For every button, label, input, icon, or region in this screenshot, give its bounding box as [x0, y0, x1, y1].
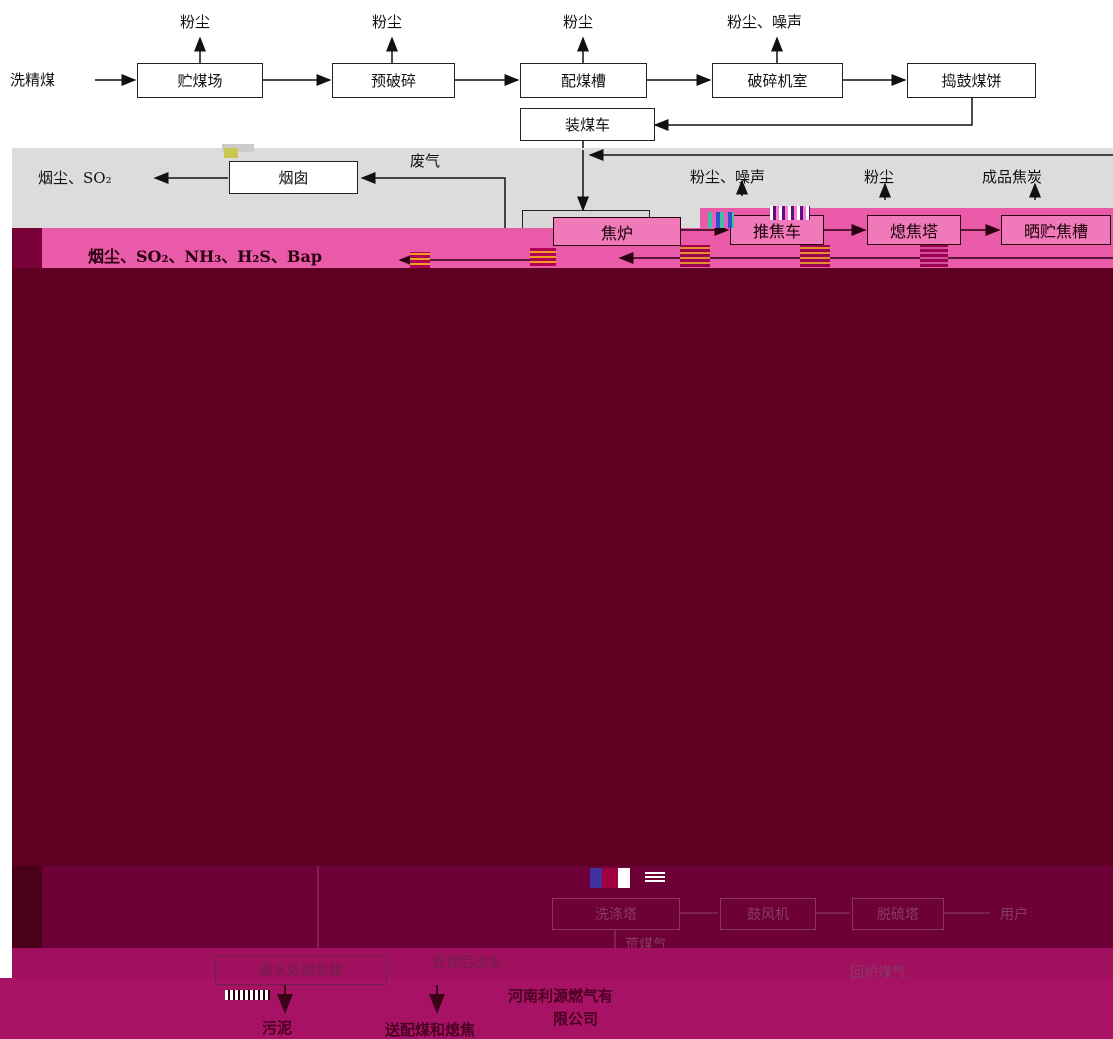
box-desulfurization: 脱硫塔 [852, 898, 944, 930]
box-washing-tower: 洗涤塔 [552, 898, 680, 930]
box-quench-tower: 熄焦塔 [867, 215, 961, 245]
input-label: 洗精煤 [10, 71, 56, 89]
sludge-label: 污泥 [262, 1019, 293, 1037]
box-coal-cake: 捣鼓煤饼 [907, 63, 1036, 98]
emission-dust-1: 粉尘 [180, 13, 211, 31]
box-wastewater: 废水处理系统 [215, 955, 387, 985]
box-coke-oven: 焦炉 [553, 217, 681, 246]
box-crusher-room: 破碎机室 [712, 63, 843, 98]
box-blend-tank: 配煤槽 [520, 63, 647, 98]
box-chimney: 烟囱 [229, 161, 358, 194]
box-pre-crush: 预破碎 [332, 63, 455, 98]
to-blend-label: 送配煤和熄焦 [385, 1021, 476, 1039]
box-coke-storage: 晒贮焦槽 [1001, 215, 1111, 245]
waste-gas-label: 废气 [410, 152, 441, 170]
maroon-block [12, 268, 1113, 866]
emission-dust-3: 粉尘 [563, 13, 594, 31]
emission-dust-noise: 粉尘、噪声 [727, 13, 803, 31]
chimney-emission: 烟尘、SO₂ [38, 169, 112, 187]
pusher-emission: 粉尘、噪声 [690, 168, 766, 186]
company-line-2: 限公司 [553, 1010, 599, 1028]
box-coal-yard: 贮煤场 [137, 63, 263, 98]
quench-emission: 粉尘 [864, 168, 895, 186]
product-label: 成品焦炭 [982, 168, 1043, 186]
return-gas-label: 回炉煤气 [850, 965, 906, 981]
oven-emissions: 烟尘、SO₂、NH₃、H₂S、Bap [88, 247, 323, 266]
box-blower: 鼓风机 [720, 898, 816, 930]
users-label: 用户 [1000, 907, 1028, 923]
treated-water-label: 处理后出水 [432, 955, 502, 971]
box-charging-car: 装煤车 [520, 108, 655, 141]
company-line-1: 河南利源燃气有 [508, 987, 614, 1005]
emission-dust-2: 粉尘 [372, 13, 403, 31]
